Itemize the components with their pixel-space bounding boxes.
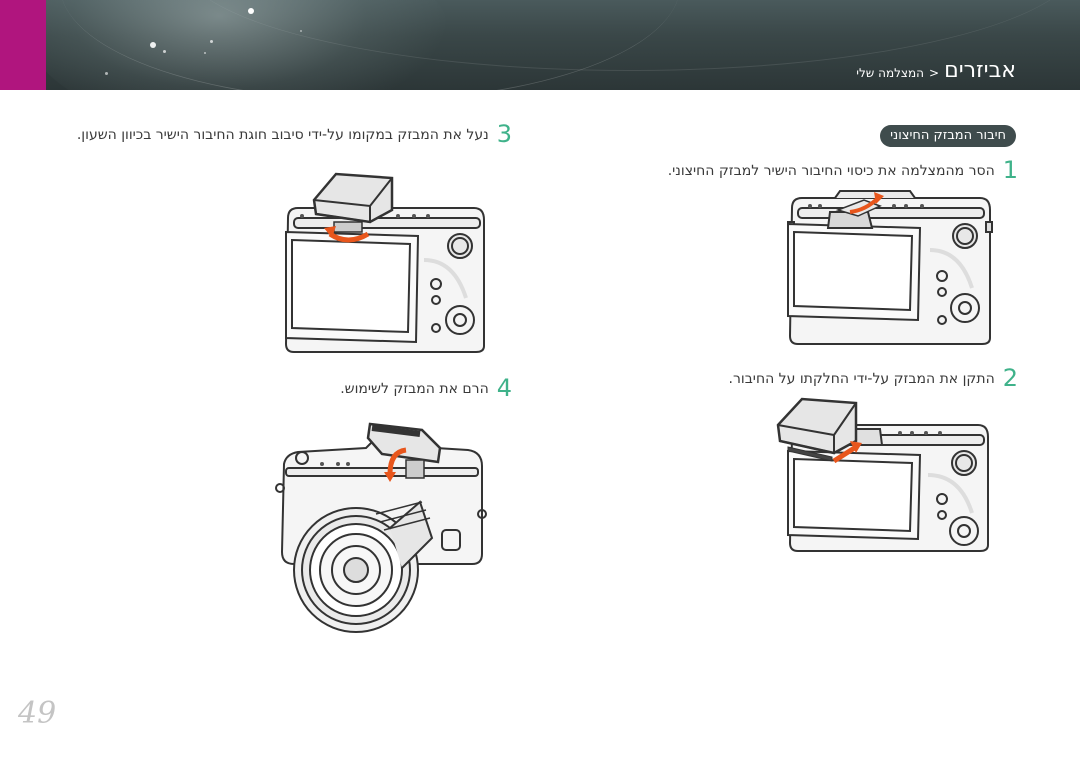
step-4: 4 הרם את המבזק לשימוש.	[52, 376, 512, 401]
header-sparkle	[204, 52, 206, 54]
lock-dial-arrow	[328, 231, 370, 243]
camera-back-illustration-step3	[284, 172, 485, 353]
camera-back-illustration-step1	[787, 190, 993, 345]
raise-arrow-head	[384, 472, 396, 482]
step-1: 1 הסר מהמצלמה את כיסוי החיבור הישיר למבזק…	[558, 158, 1018, 183]
header-sparkle	[105, 72, 108, 75]
chapter-tab	[0, 0, 46, 90]
header-arc-decoration-2	[180, 0, 1080, 71]
section-title: חיבור המבזק החיצוני	[880, 125, 1016, 147]
header-sparkle	[248, 8, 254, 14]
camera-front-illustration-step4	[275, 422, 487, 633]
step-number: 1	[1002, 156, 1018, 184]
step-text: הרם את המבזק לשימוש.	[340, 381, 489, 397]
step-3: 3 נעל את המבזק במקומו על-ידי סיבוב חוגת ה…	[52, 122, 512, 147]
breadcrumb-separator: <	[929, 66, 940, 80]
breadcrumb[interactable]: אביזרים < המצלמה שלי	[856, 58, 1016, 83]
header-sparkle	[163, 50, 166, 53]
header-sparkle	[300, 30, 302, 32]
camera-back-illustration-step2	[776, 397, 989, 552]
removal-arrow-head	[874, 192, 884, 204]
step-text: נעל את המבזק במקומו על-ידי סיבוב חוגת הח…	[76, 127, 489, 143]
slide-arrow-head	[850, 441, 862, 453]
step-number: 3	[496, 120, 512, 148]
step-text: הסר מהמצלמה את כיסוי החיבור הישיר למבזק …	[667, 163, 995, 179]
external-flash	[776, 397, 858, 462]
step-number: 4	[496, 374, 512, 402]
step-number: 2	[1002, 364, 1018, 392]
external-flash	[312, 172, 394, 233]
step-2: 2 התקן את המבזק על-ידי החלקתו על החיבור.	[558, 366, 1018, 391]
breadcrumb-parent[interactable]: המצלמה שלי	[856, 66, 925, 80]
page-number: 49	[18, 696, 57, 731]
raise-arrow	[387, 447, 407, 475]
lock-dial-arrow-head	[324, 226, 336, 238]
page-header: אביזרים < המצלמה שלי	[0, 0, 1080, 90]
external-flash	[366, 422, 442, 479]
header-sparkle	[210, 40, 213, 43]
breadcrumb-current: אביזרים	[944, 58, 1016, 83]
header-sparkle	[150, 42, 156, 48]
slide-arrow	[832, 444, 858, 464]
step-text: התקן את המבזק על-ידי החלקתו על החיבור.	[728, 371, 995, 387]
